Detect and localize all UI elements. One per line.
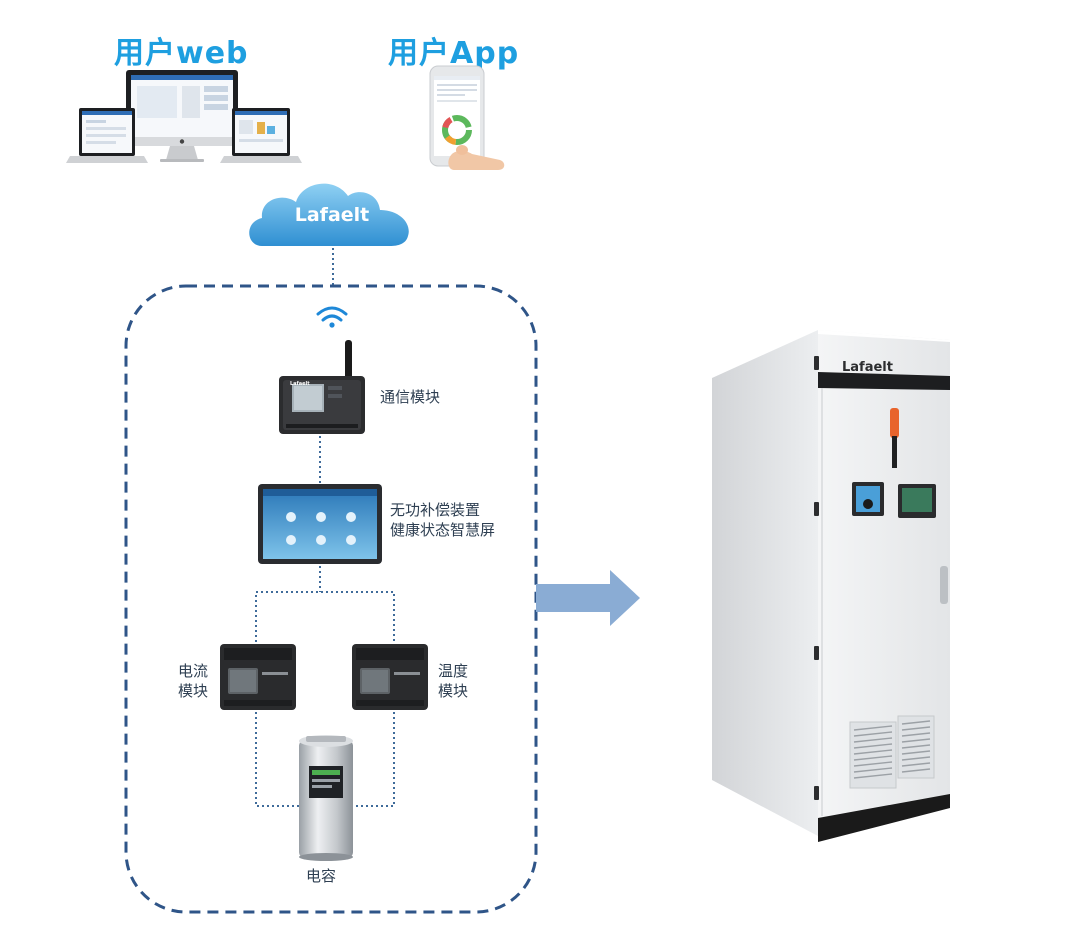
temperature-module-label-line2: 模块 — [438, 682, 469, 700]
laptop-icon — [220, 108, 302, 163]
temperature-module-device — [352, 644, 428, 710]
comm-module-brand-logo: Lafaelt — [290, 381, 310, 387]
capacitor-label: 电容 — [306, 867, 337, 885]
comm-module-device — [279, 340, 365, 434]
capacitor-device — [299, 735, 353, 861]
user-app-heading: 用户App — [388, 36, 520, 71]
arrow-right-icon — [536, 570, 640, 626]
current-module-device — [220, 644, 296, 710]
phone-icon — [429, 65, 505, 170]
smart-screen-label-line2: 健康状态智慧屏 — [390, 521, 496, 539]
temperature-module-label-line1: 温度 — [438, 662, 469, 680]
cloud-icon — [249, 183, 409, 246]
desktop-monitor-icon — [126, 70, 238, 162]
smart-screen-label-line1: 无功补偿装置 — [390, 501, 481, 519]
cloud-brand-logo: Lafaelt — [294, 204, 370, 226]
cabinet-device — [712, 330, 950, 842]
cabinet-brand-logo: Lafaelt — [842, 360, 893, 375]
laptop-icon — [66, 108, 148, 163]
user-web-heading: 用户web — [114, 36, 249, 71]
wifi-icon — [316, 306, 348, 328]
smart-screen-device — [258, 484, 382, 564]
comm-module-label: 通信模块 — [380, 388, 441, 406]
current-module-label-line1: 电流 — [178, 662, 209, 680]
current-module-label-line2: 模块 — [178, 682, 209, 700]
